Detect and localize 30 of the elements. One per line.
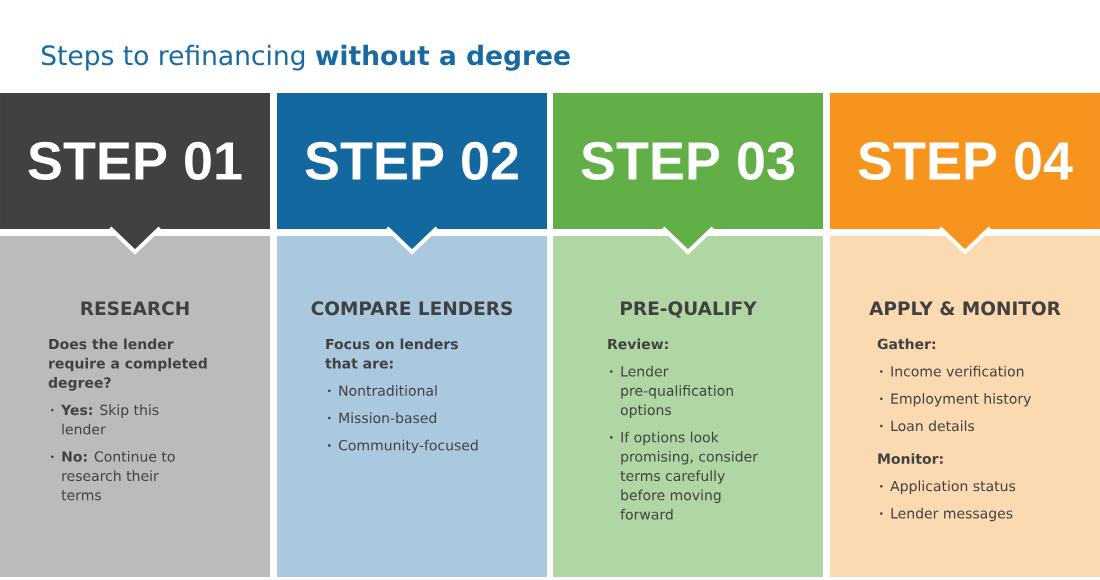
bullet-text: Mission-based xyxy=(339,412,437,424)
title: Steps to refinancing without a degree xyxy=(41,44,570,71)
panel-subheading: Gather: xyxy=(877,338,936,350)
step-panel xyxy=(553,236,823,577)
bullet-text: Income verification xyxy=(891,365,1024,377)
step-panel xyxy=(830,236,1100,577)
bullet-text: Yes: Skip this lender xyxy=(60,404,159,435)
panel-heading: RESEARCH xyxy=(81,301,189,316)
bullet-text: If options look promising, consider terms carefully before moving forward xyxy=(620,431,758,520)
step-header: STEP 03 xyxy=(553,93,823,255)
panel-heading: COMPARE LENDERS xyxy=(311,301,512,316)
bullet-text: Employment history xyxy=(891,393,1031,407)
bullet-text: Loan details xyxy=(891,420,975,432)
bullet-text: No: Continue to research their terms xyxy=(61,450,175,501)
panel-heading: APPLY & MONITOR xyxy=(869,301,1061,316)
bullet-text: Community-focused xyxy=(338,439,478,454)
panel-subheading: Focus on lenders that are: xyxy=(325,338,458,369)
step-header: STEP 02 xyxy=(277,93,547,255)
step-panel xyxy=(277,236,547,577)
bullet-text: Application status xyxy=(890,480,1016,494)
bullet-text: Lender messages xyxy=(891,507,1013,522)
bullet-text: Lender pre-qualification options xyxy=(620,365,733,418)
step-header: STEP 01 xyxy=(0,93,270,255)
panel-heading: PRE-QUALIFY xyxy=(621,301,757,318)
step-header: STEP 04 xyxy=(830,93,1100,255)
panel-subheading: Review: xyxy=(608,338,668,350)
bullet-text: Nontraditional xyxy=(339,385,437,396)
panel-subheading: Monitor: xyxy=(878,453,943,464)
panel-subheading: Does the lender require a completed degree? xyxy=(48,338,207,391)
step-panel xyxy=(0,236,270,577)
